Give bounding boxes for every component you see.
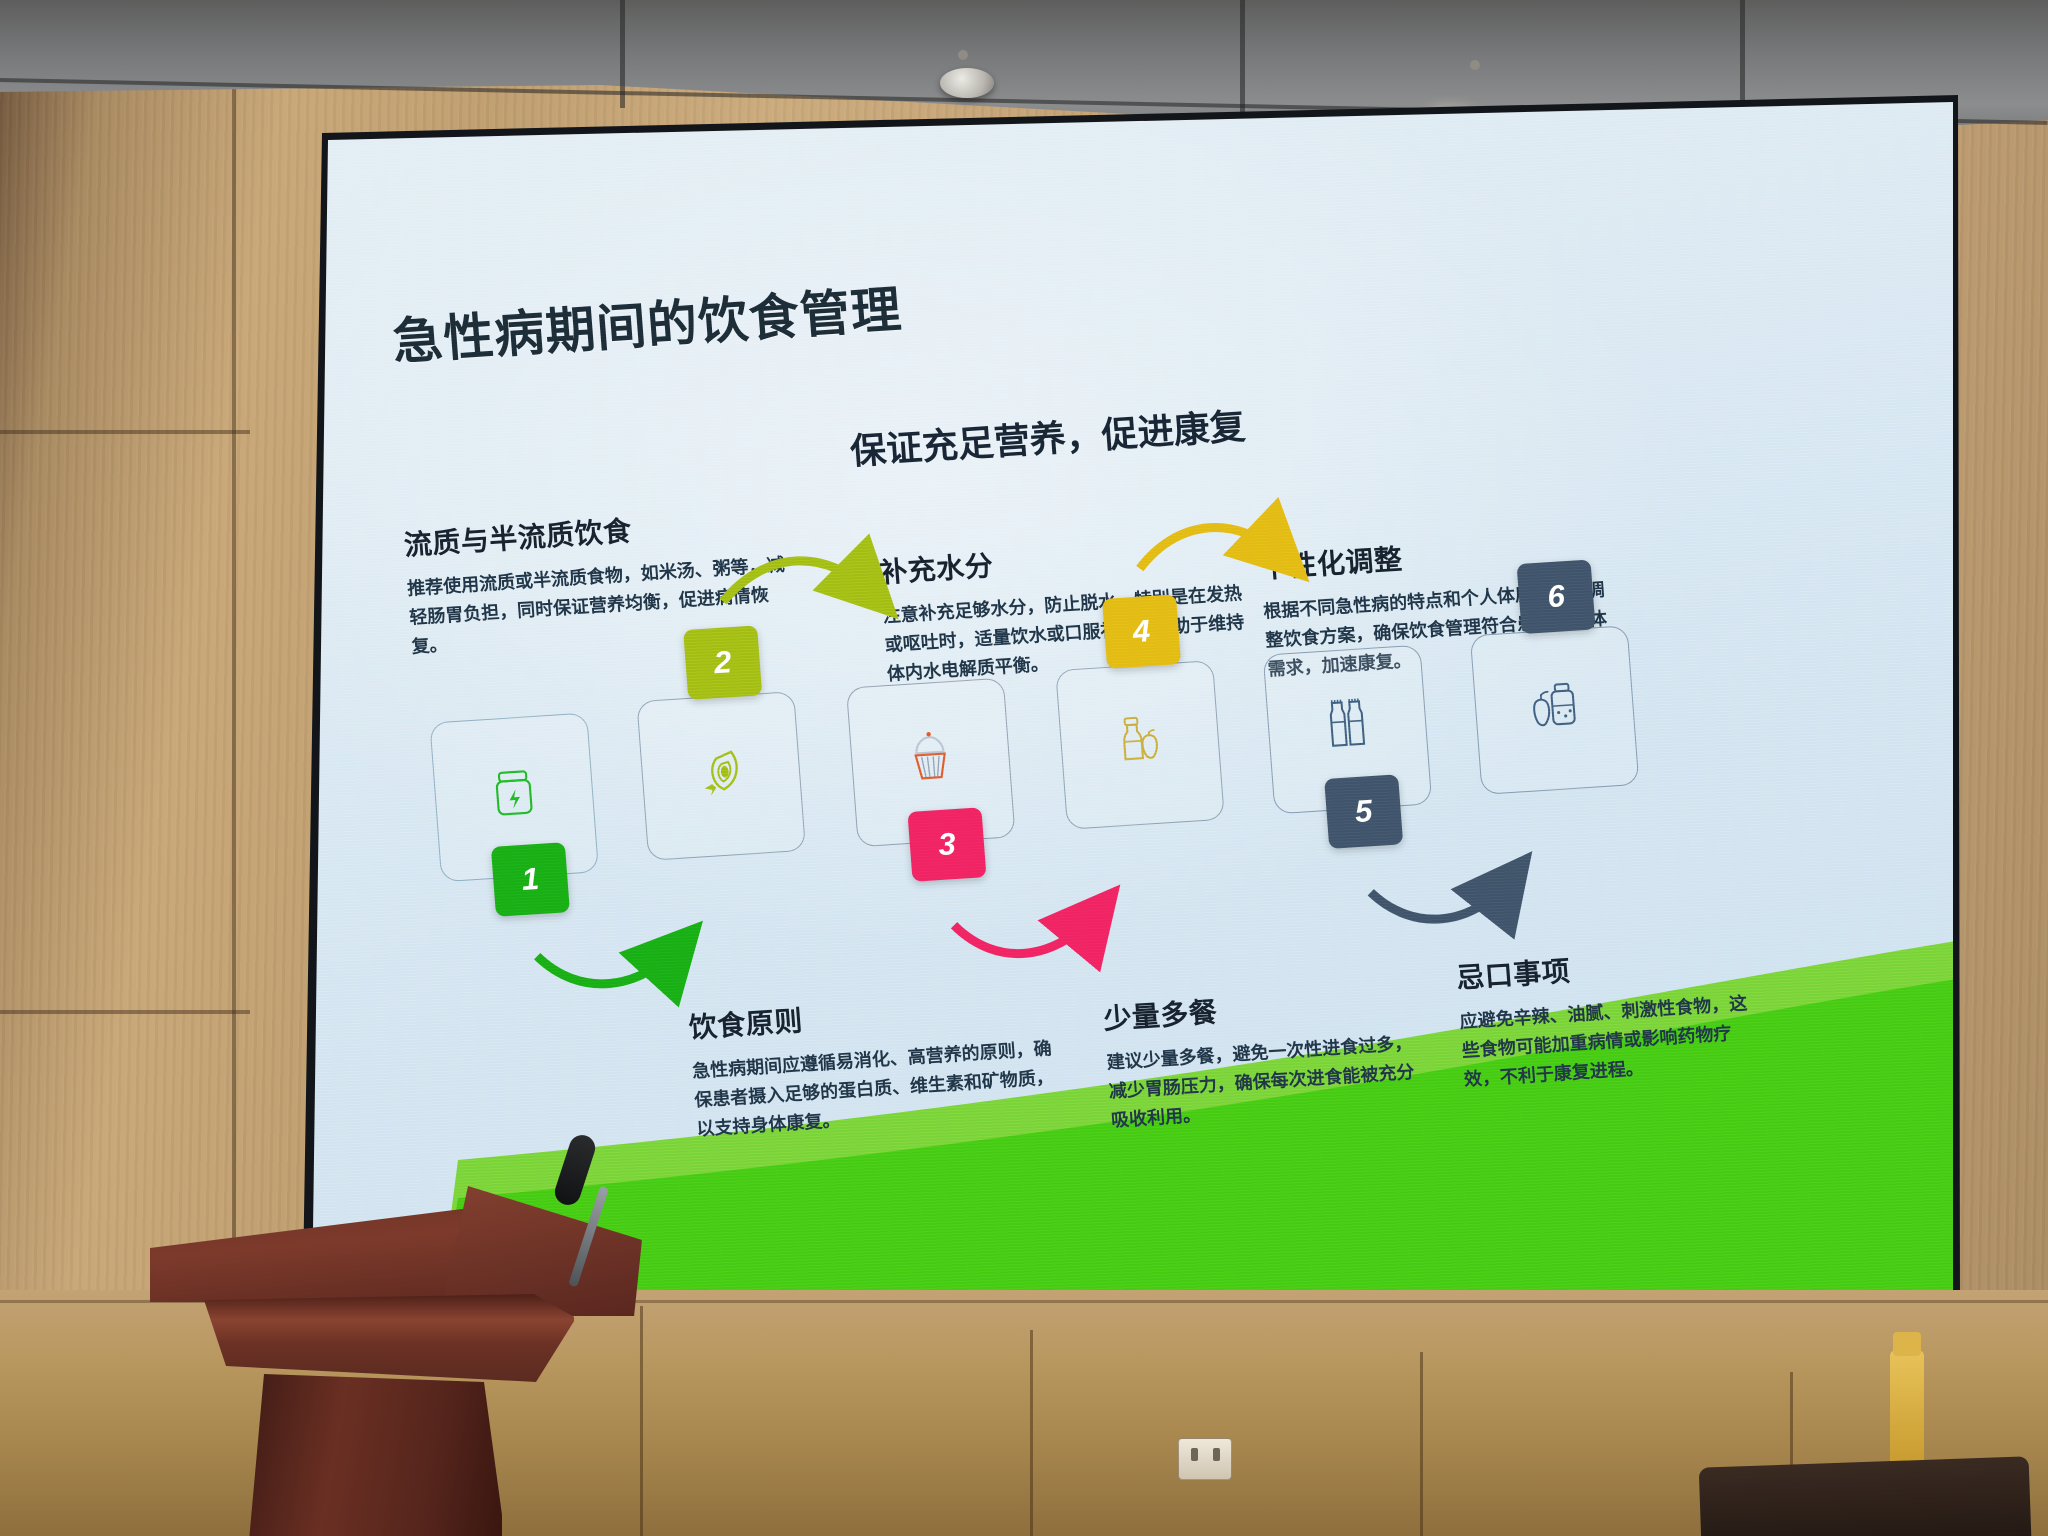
block-heading: 忌口事项: [1455, 955, 1572, 994]
cabinet-seam: [1030, 1330, 1033, 1536]
step-number-label: 5: [1353, 793, 1374, 830]
apple-jar-icon: [1533, 682, 1576, 726]
step-number-1[interactable]: 1: [490, 842, 570, 917]
step-card-5[interactable]: [1262, 644, 1433, 815]
step-number-label: 6: [1546, 578, 1566, 615]
step-number-6[interactable]: 6: [1516, 559, 1596, 635]
arrow-3-to-4: [950, 884, 1121, 973]
step-number-2[interactable]: 2: [683, 625, 763, 700]
step-number-5[interactable]: 5: [1324, 774, 1404, 849]
smoke-detector: [940, 68, 994, 98]
step-number-4[interactable]: 4: [1101, 594, 1182, 669]
podium-column: [246, 1374, 502, 1536]
block-food-restrictions: 忌口事项 应避免辛辣、油腻、刺激性食物，这些食物可能加重病情或影响药物疗效，不利…: [1455, 938, 1765, 1095]
step-number-label: 3: [937, 826, 957, 863]
ceiling-seam: [620, 0, 625, 108]
cabinet-seam: [640, 1306, 643, 1536]
block-heading: 少量多餐: [1102, 996, 1219, 1035]
step-number-label: 1: [520, 861, 541, 898]
block-diet-principles: 饮食原则 急性病期间应遵循易消化、高营养的原则，确保患者摄入足够的蛋白质、维生素…: [687, 983, 1067, 1145]
two-bottles-icon: [1329, 698, 1366, 747]
block-body: 急性病期间应遵循易消化、高营养的原则，确保患者摄入足够的蛋白质、维生素和矿物质，…: [691, 1038, 1055, 1140]
block-body: 应避免辛辣、油腻、刺激性食物，这些食物可能加重病情或影响药物疗效，不利于康复进程…: [1458, 993, 1748, 1090]
slide-subtitle: 保证充足营养，促进康复: [848, 405, 1247, 472]
wall-seam: [0, 1010, 250, 1014]
wall-seam: [232, 0, 236, 1536]
step-card-2[interactable]: [636, 691, 807, 861]
step-card-3[interactable]: [845, 677, 1016, 848]
ceiling-seam: [1240, 0, 1245, 122]
supplement-jar-icon: [495, 770, 533, 816]
sprinkler-head: [958, 50, 968, 60]
block-body: 建议少量多餐，避免一次性进食过多，减少胃肠压力，确保每次进食能被充分吸收利用。: [1106, 1032, 1416, 1131]
ceiling-seam: [1740, 0, 1745, 132]
block-small-frequent-meals: 少量多餐 建议少量多餐，避免一次性进食过多，减少胃肠压力，确保每次进食能被充分吸…: [1102, 977, 1430, 1136]
arrow-1-to-2: [534, 920, 704, 1008]
cabinet-top-edge: [0, 1300, 2048, 1303]
sprinkler-head: [1470, 60, 1480, 70]
step-card-1[interactable]: [429, 712, 600, 883]
bottle-apple-icon: [1123, 716, 1158, 760]
water-bottle[interactable]: [1890, 1350, 1924, 1468]
step-number-label: 2: [712, 644, 733, 681]
wall-seam: [0, 430, 250, 434]
step-card-6[interactable]: [1469, 625, 1640, 795]
power-outlet[interactable]: [1178, 1438, 1232, 1480]
slide-title: 急性病期间的饮食管理: [390, 281, 904, 371]
step-number-3[interactable]: 3: [907, 807, 987, 882]
slide-footer-wave: [428, 939, 1953, 1390]
cupcake-icon: [914, 731, 946, 780]
chair-back: [1698, 1456, 2032, 1536]
cabinet-seam: [1420, 1352, 1423, 1536]
leaf-shield-icon: [704, 750, 738, 796]
step-number-label: 4: [1131, 613, 1152, 650]
step-card-4[interactable]: [1055, 660, 1225, 830]
podium-trim: [204, 1294, 574, 1382]
speaker-podium: [150, 1131, 642, 1536]
bottle-cap: [1893, 1332, 1921, 1356]
arrow-5-to-6: [1367, 851, 1533, 940]
cabinet-seam: [1790, 1372, 1793, 1536]
